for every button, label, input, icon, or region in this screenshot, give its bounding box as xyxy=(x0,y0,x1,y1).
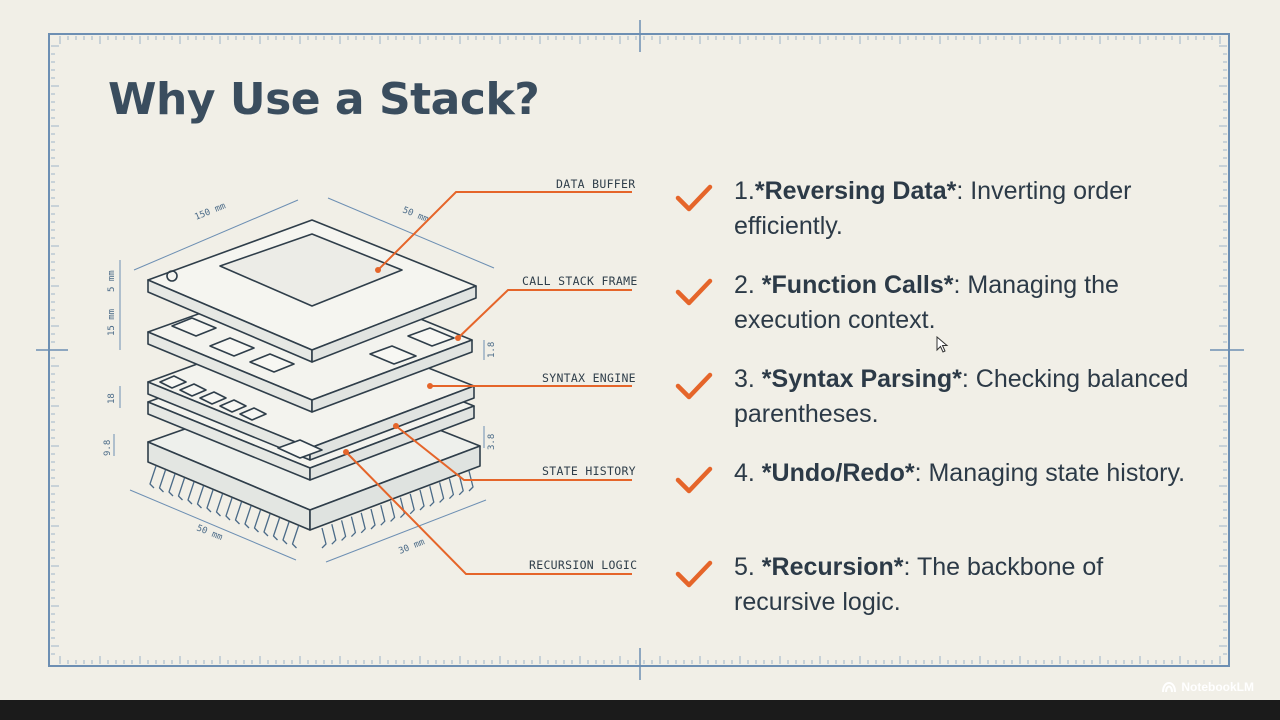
item-description: : Checking balanced parentheses. xyxy=(734,365,1189,428)
notebooklm-logo-icon xyxy=(1162,681,1177,692)
dim-right-b: 3.8 xyxy=(487,434,497,450)
item-description: : Managing state history. xyxy=(914,459,1186,487)
checkmark-icon xyxy=(675,184,713,212)
item-term: *Recursion* xyxy=(761,553,904,581)
list-item: 3. *Syntax Parsing*: Checking balanced p… xyxy=(672,362,1192,432)
item-description: : The backbone of recursive logic. xyxy=(734,553,1104,616)
list-item: 1.*Reversing Data*: Inverting order effi… xyxy=(672,174,1192,244)
callout-call-stack-frame: CALL STACK FRAME xyxy=(522,274,638,288)
item-number: 1. xyxy=(734,177,755,205)
callout-state-history: STATE HISTORY xyxy=(542,464,636,478)
list-item: 5. *Recursion*: The backbone of recursiv… xyxy=(672,550,1192,620)
footer-brand: NotebookLM xyxy=(1162,680,1254,694)
list-item: 2. *Function Calls*: Managing the execut… xyxy=(672,268,1192,338)
callout-recursion-logic: RECURSION LOGIC xyxy=(529,558,638,572)
slide: Why Use a Stack? xyxy=(0,0,1280,700)
dim-bottom-width: 50 mm xyxy=(195,524,224,543)
list-item: 4. *Undo/Redo*: Managing state history. xyxy=(672,456,1192,500)
item-term: *Function Calls* xyxy=(761,271,954,299)
dim-left-d: 9.8 xyxy=(103,440,113,456)
page-title: Why Use a Stack? xyxy=(108,74,540,125)
item-term: *Undo/Redo* xyxy=(761,459,915,487)
mouse-pointer-icon xyxy=(936,336,949,353)
dim-right-a: 1.8 xyxy=(487,342,497,358)
ruler-ticks xyxy=(36,20,1244,680)
dim-top-width: 150 mm xyxy=(193,201,227,222)
callout-syntax-engine: SYNTAX ENGINE xyxy=(542,371,636,385)
checkmark-icon xyxy=(675,466,713,494)
dim-left-a: 5 mm xyxy=(107,270,117,292)
checkmark-icon xyxy=(675,278,713,306)
item-term: *Reversing Data* xyxy=(754,177,957,205)
item-description: : Managing the execution context. xyxy=(734,271,1119,334)
item-number: 4. xyxy=(734,459,762,487)
item-term: *Syntax Parsing* xyxy=(761,365,962,393)
callout-data-buffer: DATA BUFFER xyxy=(556,177,636,191)
dim-left-b: 15 mm xyxy=(107,309,117,336)
dim-left-c: 18 xyxy=(107,393,117,404)
checkmark-icon xyxy=(675,372,713,400)
item-description: : Inverting order efficiently. xyxy=(734,177,1132,240)
item-number: 2. xyxy=(734,271,762,299)
checkmark-icon xyxy=(675,560,713,588)
item-number: 3. xyxy=(734,365,762,393)
stack-chip-diagram: 150 mm 50 mm 5 mm 15 mm 1.8 18 9.8 3.8 5… xyxy=(103,191,632,575)
dim-bottom-depth: 30 mm xyxy=(397,537,426,556)
item-number: 5. xyxy=(734,553,762,581)
brand-name: NotebookLM xyxy=(1181,680,1254,694)
